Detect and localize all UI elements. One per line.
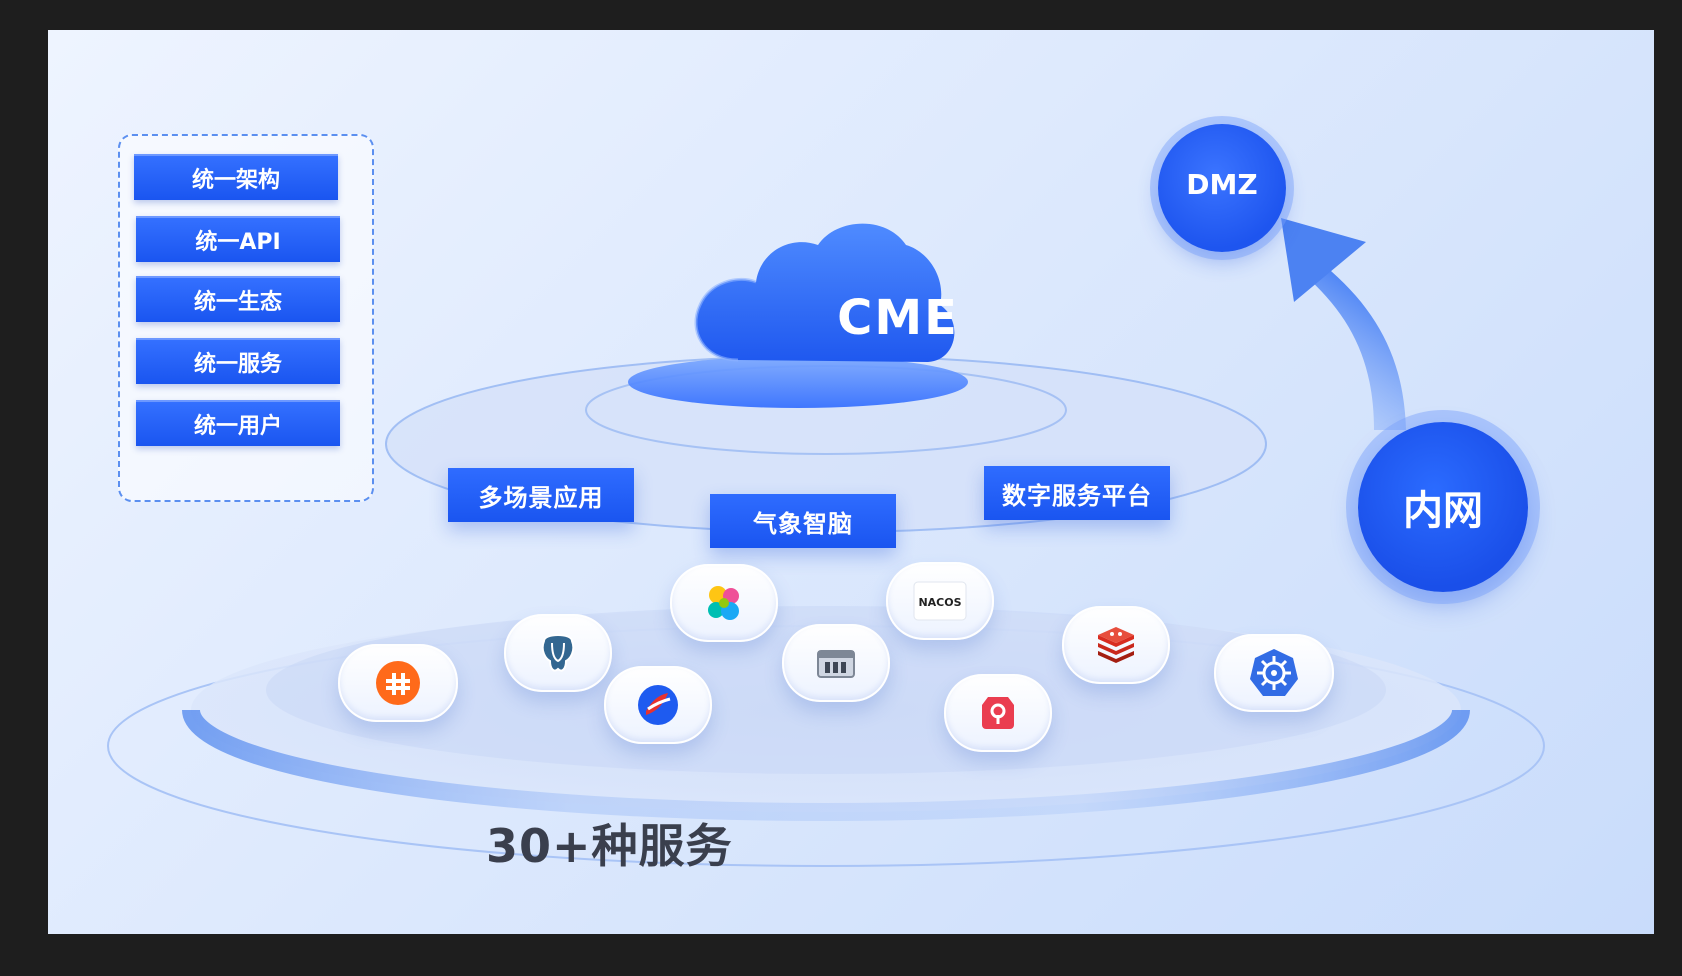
dmz-label: DMZ xyxy=(1186,168,1258,201)
unified-item-user: 统一用户 xyxy=(136,400,340,446)
unified-item-service: 统一服务 xyxy=(136,338,340,384)
intranet-node: 内网 xyxy=(1358,422,1528,592)
storage-server-icon xyxy=(782,624,890,702)
key-vault-icon xyxy=(944,674,1052,752)
arrow-icon xyxy=(1281,218,1406,430)
hippo-icon xyxy=(604,666,712,744)
app-meteorology-brain: 气象智脑 xyxy=(710,494,896,548)
services-title: 30+种服务 xyxy=(486,819,733,873)
unified-item-api: 统一API xyxy=(136,216,340,262)
cme-label: CME xyxy=(837,290,959,346)
intranet-label: 内网 xyxy=(1403,488,1483,534)
svg-text:NACOS: NACOS xyxy=(918,596,961,609)
unified-item-ecosystem: 统一生态 xyxy=(136,276,340,322)
cloud-base xyxy=(628,356,968,408)
cloud-icon xyxy=(694,223,955,362)
unified-item-architecture: 统一架构 xyxy=(134,154,338,200)
postgresql-icon xyxy=(504,614,612,692)
redis-icon xyxy=(1062,606,1170,684)
platform-rim xyxy=(182,709,1470,822)
api-gateway-icon xyxy=(338,644,458,722)
elastic-icon xyxy=(670,564,778,642)
dmz-node: DMZ xyxy=(1158,124,1286,252)
nacos-icon: NACOS xyxy=(886,562,994,640)
kubernetes-icon xyxy=(1214,634,1334,712)
app-multi-scenario: 多场景应用 xyxy=(448,468,634,522)
app-digital-service-platform: 数字服务平台 xyxy=(984,466,1170,520)
diagram-canvas: 统一架构 统一API 统一生态 统一服务 统一用户 CME 多场景应用 气象智脑… xyxy=(48,30,1654,934)
